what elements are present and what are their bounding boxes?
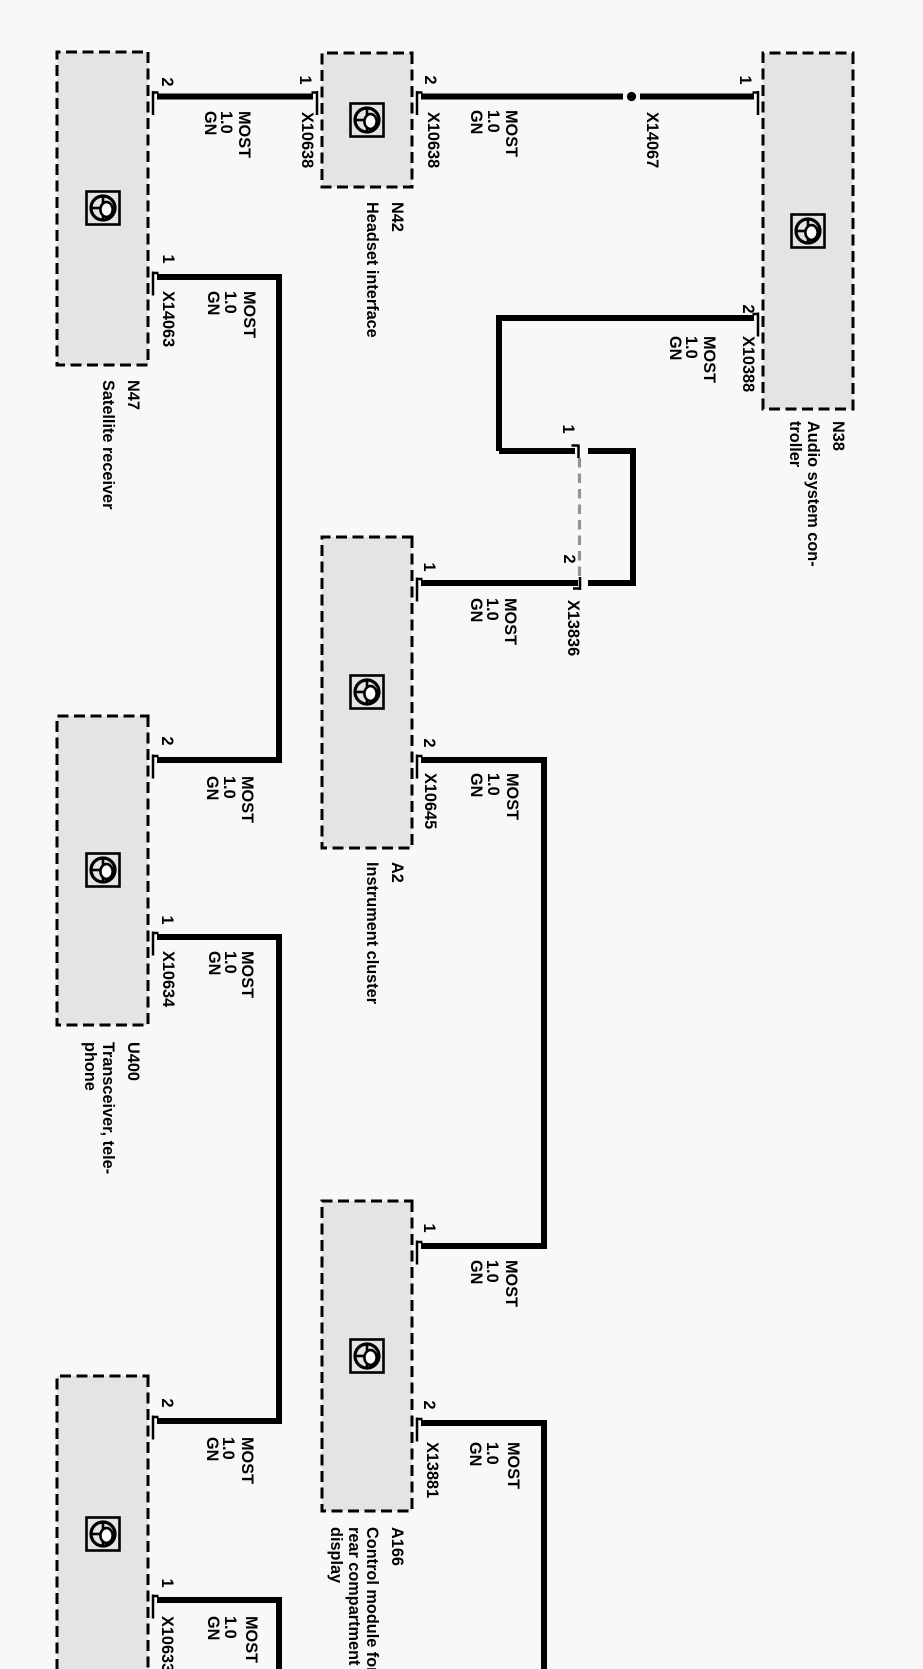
svg-text:Audio system con-: Audio system con- [804,421,822,567]
svg-text:GN: GN [666,336,684,360]
svg-text:2: 2 [421,75,439,84]
svg-text:GN: GN [467,773,485,797]
svg-text:1.0: 1.0 [484,773,502,796]
svg-text:GN: GN [466,1442,484,1466]
svg-text:MOST: MOST [238,951,256,998]
svg-text:Satellite receiver: Satellite receiver [99,380,117,510]
svg-text:X10388: X10388 [739,336,757,392]
svg-text:1: 1 [296,75,314,84]
svg-text:1.0: 1.0 [483,1260,501,1283]
svg-text:Transceiver, tele-: Transceiver, tele- [99,1042,117,1174]
svg-text:2: 2 [560,554,578,563]
svg-text:1.0: 1.0 [221,1616,239,1639]
svg-text:1.0: 1.0 [682,336,700,359]
svg-text:U400: U400 [124,1042,142,1081]
svg-text:N42: N42 [388,202,406,232]
svg-text:1.0: 1.0 [483,598,501,621]
svg-text:MOST: MOST [502,1260,520,1307]
svg-text:MOST: MOST [502,110,520,157]
svg-text:GN: GN [467,598,485,622]
svg-text:X14063: X14063 [159,291,177,347]
svg-text:GN: GN [467,1260,485,1284]
svg-text:2: 2 [158,1398,176,1407]
svg-text:Control module for: Control module for [363,1527,381,1669]
svg-text:1: 1 [158,915,176,924]
svg-text:troller: troller [786,421,804,468]
svg-text:A2: A2 [388,862,406,883]
svg-text:GN: GN [204,1616,222,1640]
svg-text:1: 1 [159,254,177,263]
svg-text:1: 1 [158,1578,176,1587]
svg-text:MOST: MOST [242,1616,260,1663]
svg-text:MOST: MOST [700,336,718,383]
svg-text:1: 1 [736,75,754,84]
svg-text:1.0: 1.0 [217,111,235,134]
svg-text:1: 1 [420,1223,438,1232]
svg-text:X14067: X14067 [643,112,661,168]
svg-text:Headset interface: Headset interface [363,202,381,338]
svg-text:1.0: 1.0 [221,951,239,974]
svg-text:MOST: MOST [503,773,521,820]
svg-text:1.0: 1.0 [219,1437,237,1460]
svg-text:X10638: X10638 [298,112,316,168]
svg-text:rear compartment: rear compartment [345,1527,363,1666]
svg-text:MOST: MOST [501,598,519,645]
svg-text:GN: GN [467,110,485,134]
svg-text:2: 2 [420,738,438,747]
svg-text:1.0: 1.0 [483,1442,501,1465]
svg-text:X10638: X10638 [424,112,442,168]
svg-text:2: 2 [739,304,757,313]
svg-text:A166: A166 [388,1527,406,1566]
svg-text:1: 1 [420,562,438,571]
svg-text:1.0: 1.0 [484,110,502,133]
svg-text:GN: GN [205,951,223,975]
svg-text:X10634: X10634 [159,951,177,1007]
svg-text:2: 2 [158,736,176,745]
svg-text:MOST: MOST [504,1442,522,1489]
svg-text:MOST: MOST [235,111,253,158]
svg-text:GN: GN [203,776,221,800]
svg-text:X13881: X13881 [423,1442,441,1498]
svg-text:N47: N47 [124,380,142,410]
svg-text:X13836: X13836 [564,600,582,656]
svg-text:X10633: X10633 [158,1616,176,1669]
svg-text:1.0: 1.0 [220,776,238,799]
svg-text:1: 1 [559,424,577,433]
svg-text:2: 2 [420,1400,438,1409]
svg-text:GN: GN [201,111,219,135]
svg-text:X10645: X10645 [421,773,439,829]
svg-text:1.0: 1.0 [221,291,239,314]
svg-text:display: display [327,1527,345,1583]
svg-text:MOST: MOST [238,1437,256,1484]
svg-text:N38: N38 [829,421,847,451]
svg-text:GN: GN [204,291,222,315]
svg-text:MOST: MOST [238,776,256,823]
svg-text:2: 2 [158,77,176,86]
svg-text:GN: GN [203,1437,221,1461]
svg-text:phone: phone [81,1042,99,1091]
svg-text:MOST: MOST [240,291,258,338]
svg-text:Instrument cluster: Instrument cluster [363,862,381,1005]
